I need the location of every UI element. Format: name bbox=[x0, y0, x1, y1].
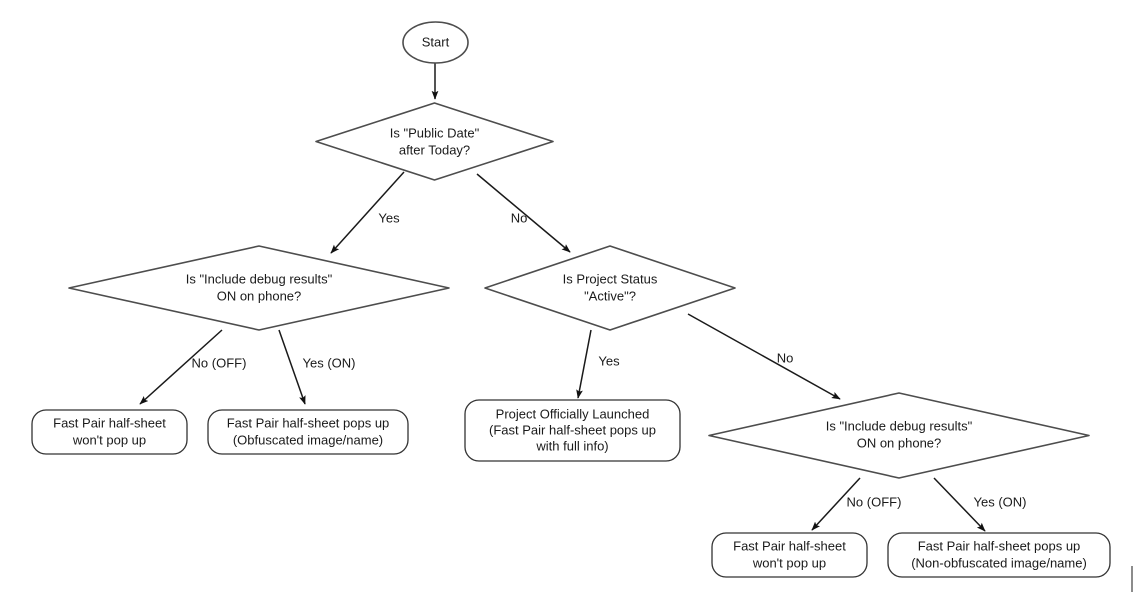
node-project-status-decision[interactable]: Is Project Status "Active"? bbox=[484, 245, 736, 331]
node-terminal-left-off-line2: won't pop up bbox=[72, 432, 146, 447]
page-edge-mark bbox=[1131, 566, 1133, 592]
node-terminal-right-on-line2: (Non-obfuscated image/name) bbox=[911, 555, 1087, 570]
edge-debug-left-on: Yes (ON) bbox=[278, 329, 356, 405]
node-terminal-left-on-line2: (Obfuscated image/name) bbox=[233, 432, 383, 447]
node-terminal-right-off-line1: Fast Pair half-sheet bbox=[733, 538, 846, 553]
node-terminal-left-on[interactable]: Fast Pair half-sheet pops up (Obfuscated… bbox=[207, 409, 409, 455]
edge-project-status-no: No bbox=[687, 313, 841, 400]
edge-project-status-yes: Yes bbox=[576, 329, 620, 399]
edge-label-debug-left-on: Yes (ON) bbox=[303, 355, 356, 370]
node-start-label: Start bbox=[422, 34, 450, 49]
edge-label-project-status-yes: Yes bbox=[598, 353, 620, 368]
node-terminal-right-off[interactable]: Fast Pair half-sheet won't pop up bbox=[711, 532, 868, 578]
node-terminal-left-off-line1: Fast Pair half-sheet bbox=[53, 415, 166, 430]
edge-label-debug-right-on: Yes (ON) bbox=[974, 494, 1027, 509]
node-debug-left-decision[interactable]: Is "Include debug results" ON on phone? bbox=[68, 245, 450, 331]
edge-label-debug-left-off: No (OFF) bbox=[192, 355, 247, 370]
node-project-status-line2: "Active"? bbox=[584, 288, 636, 303]
node-public-date-line1: Is "Public Date" bbox=[390, 125, 480, 140]
edge-group: Yes No No (OFF) Yes (ON) Yes No bbox=[139, 63, 1027, 532]
node-debug-right-decision[interactable]: Is "Include debug results" ON on phone? bbox=[708, 392, 1090, 479]
node-terminal-project-launched[interactable]: Project Officially Launched (Fast Pair h… bbox=[464, 399, 681, 462]
node-start[interactable]: Start bbox=[402, 21, 469, 64]
edge-debug-right-on: Yes (ON) bbox=[933, 477, 1027, 532]
edge-debug-right-off: No (OFF) bbox=[811, 477, 902, 531]
node-group: Start Is "Public Date" after Today? Is "… bbox=[31, 21, 1111, 578]
node-debug-right-line2: ON on phone? bbox=[857, 435, 942, 450]
edge-debug-left-off: No (OFF) bbox=[139, 329, 247, 405]
edge-public-date-no: No bbox=[476, 173, 571, 253]
edge-label-public-date-no: No bbox=[511, 210, 528, 225]
node-public-date-decision[interactable]: Is "Public Date" after Today? bbox=[315, 102, 554, 181]
node-debug-left-line2: ON on phone? bbox=[217, 288, 302, 303]
node-terminal-left-off[interactable]: Fast Pair half-sheet won't pop up bbox=[31, 409, 188, 455]
edge-public-date-yes: Yes bbox=[330, 171, 405, 254]
node-project-status-line1: Is Project Status bbox=[563, 271, 658, 286]
edge-label-public-date-yes: Yes bbox=[378, 210, 400, 225]
edge-label-project-status-no: No bbox=[777, 350, 794, 365]
node-public-date-line2: after Today? bbox=[399, 142, 470, 157]
node-terminal-project-launched-line1: Project Officially Launched bbox=[496, 406, 650, 421]
node-debug-right-line1: Is "Include debug results" bbox=[826, 418, 973, 433]
node-debug-left-line1: Is "Include debug results" bbox=[186, 271, 333, 286]
node-terminal-left-on-line1: Fast Pair half-sheet pops up bbox=[227, 415, 390, 430]
node-terminal-right-on[interactable]: Fast Pair half-sheet pops up (Non-obfusc… bbox=[887, 532, 1111, 578]
node-terminal-right-on-line1: Fast Pair half-sheet pops up bbox=[918, 538, 1081, 553]
node-terminal-project-launched-line2: (Fast Pair half-sheet pops up bbox=[489, 422, 656, 437]
edge-label-debug-right-off: No (OFF) bbox=[847, 494, 902, 509]
node-terminal-project-launched-line3: with full info) bbox=[535, 438, 608, 453]
node-terminal-right-off-line2: won't pop up bbox=[752, 555, 826, 570]
